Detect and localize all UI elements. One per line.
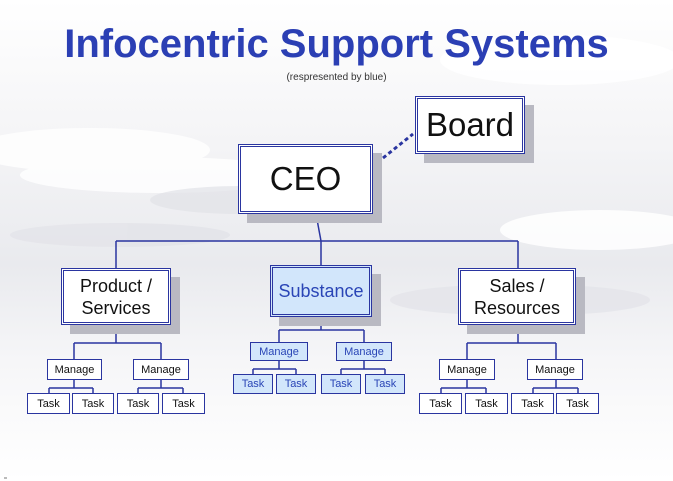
task-node-blue: Task (321, 374, 361, 394)
ceo-node: CEO (238, 144, 373, 214)
task-node: Task (117, 393, 159, 414)
manage-label: Manage (447, 363, 487, 376)
manage-node: Manage (47, 359, 102, 380)
task-node: Task (465, 393, 508, 414)
task-node-blue: Task (276, 374, 316, 394)
task-label: Task (566, 397, 589, 410)
manage-node-blue: Manage (250, 342, 308, 361)
manage-node: Manage (527, 359, 583, 380)
task-label: Task (241, 378, 265, 390)
task-label: Task (126, 397, 150, 410)
product-services-label: Product / Services (79, 275, 153, 318)
sales-resources-node: Sales / Resources (458, 268, 576, 325)
manage-label: Manage (54, 363, 95, 376)
task-label: Task (172, 397, 195, 410)
page-subtitle: (respresented by blue) (286, 72, 387, 83)
board-label: Board (425, 106, 515, 143)
task-label: Task (475, 397, 498, 410)
substance-node: Substance (270, 265, 372, 317)
task-node: Task (511, 393, 554, 414)
task-label: Task (521, 397, 544, 410)
task-label: Task (329, 378, 353, 390)
task-node: Task (162, 393, 205, 414)
board-node: Board (415, 96, 525, 154)
manage-label: Manage (535, 363, 575, 376)
manage-node: Manage (133, 359, 189, 380)
task-node-blue: Task (365, 374, 405, 394)
task-label: Task (284, 378, 308, 390)
task-node: Task (556, 393, 599, 414)
substance-label: Substance (278, 281, 364, 301)
manage-label: Manage (344, 345, 384, 358)
task-label: Task (81, 397, 105, 410)
manage-label: Manage (141, 363, 181, 376)
task-label: Task (373, 378, 397, 390)
task-node: Task (27, 393, 70, 414)
ceo-label: CEO (269, 160, 342, 197)
footer-mark (4, 477, 7, 479)
page-title: Infocentric Support Systems (64, 22, 609, 66)
manage-node-blue: Manage (336, 342, 392, 361)
task-node: Task (419, 393, 462, 414)
task-label: Task (429, 397, 452, 410)
sales-resources-label: Sales / Resources (473, 275, 561, 318)
manage-label: Manage (259, 345, 299, 358)
product-services-node: Product / Services (61, 268, 171, 325)
manage-node: Manage (439, 359, 495, 380)
task-label: Task (37, 397, 60, 410)
task-node-blue: Task (233, 374, 273, 394)
task-node: Task (72, 393, 114, 414)
